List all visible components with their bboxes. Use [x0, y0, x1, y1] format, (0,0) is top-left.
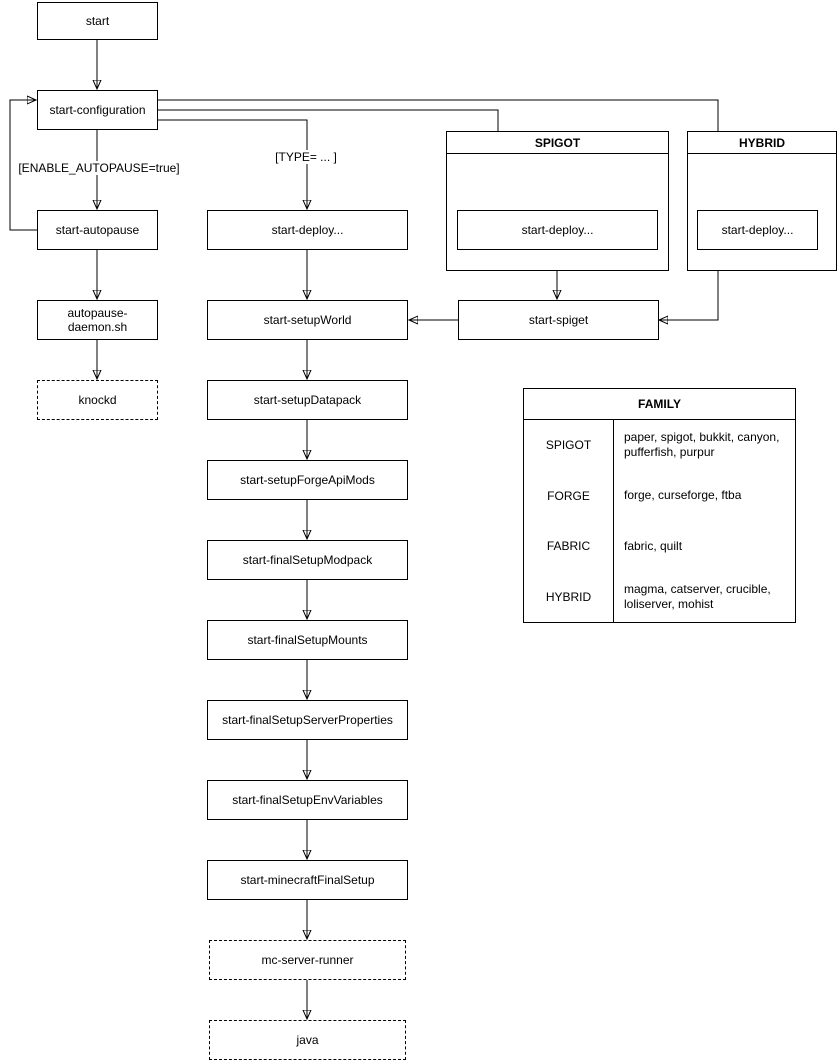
- node-start-setupforgeapimods: start-setupForgeApiMods: [207, 460, 408, 500]
- family-table: FAMILY SPIGOT paper, spigot, bukkit, can…: [523, 388, 796, 623]
- family-row-hybrid-members: magma, catserver, crucible, loliserver, …: [624, 581, 771, 611]
- node-start-finalsetupmodpack: start-finalSetupModpack: [207, 540, 408, 580]
- node-mc-server-runner: mc-server-runner: [209, 940, 406, 980]
- family-row-fabric-members: fabric, quilt: [624, 538, 683, 553]
- edge-autopause-loop-to-configuration: [9, 100, 37, 231]
- edge-label-enable-autopause: [ENABLE_AUTOPAUSE=true]: [16, 161, 182, 175]
- family-row-spigot-members: paper, spigot, bukkit, canyon, pufferfis…: [624, 430, 780, 460]
- node-knockd: knockd: [37, 380, 158, 420]
- node-start: start: [37, 2, 158, 40]
- node-start-finalsetupmounts: start-finalSetupMounts: [207, 620, 408, 660]
- family-row-forge-name: FORGE: [524, 470, 614, 521]
- node-autopause-daemon: autopause-daemon.sh: [37, 300, 158, 340]
- family-row-forge-members: forge, curseforge, ftba: [624, 488, 742, 503]
- node-start-spiget: start-spiget: [458, 300, 659, 340]
- node-start-deploy-main: start-deploy...: [207, 210, 408, 250]
- family-table-body: SPIGOT paper, spigot, bukkit, canyon, pu…: [524, 420, 795, 622]
- family-row-spigot-name: SPIGOT: [524, 420, 614, 471]
- node-start-finalsetupserverproperties: start-finalSetupServerProperties: [207, 700, 408, 740]
- family-row-hybrid-name: HYBRID: [524, 571, 614, 622]
- node-start-autopause: start-autopause: [37, 210, 158, 250]
- edge-label-type: [TYPE= ... ]: [273, 150, 339, 164]
- node-start-setupdatapack: start-setupDatapack: [207, 380, 408, 420]
- node-start-deploy-hybrid: start-deploy...: [697, 210, 818, 250]
- container-spigot: SPIGOT start-deploy...: [446, 131, 669, 271]
- edge-configuration-to-deploy-main: [158, 119, 307, 209]
- node-start-setupworld: start-setupWorld: [207, 300, 408, 340]
- edge-deploy-hybrid-to-spiget: [659, 250, 719, 320]
- node-start-minecraftfinalsetup: start-minecraftFinalSetup: [207, 860, 408, 900]
- container-hybrid: HYBRID start-deploy...: [687, 131, 837, 271]
- family-table-title: FAMILY: [524, 389, 795, 420]
- node-start-deploy-spigot: start-deploy...: [457, 210, 658, 250]
- family-row-fabric-name: FABRIC: [524, 521, 614, 572]
- container-spigot-title: SPIGOT: [447, 132, 668, 154]
- node-start-configuration: start-configuration: [37, 90, 158, 130]
- container-hybrid-title: HYBRID: [688, 132, 836, 154]
- node-java: java: [209, 1020, 406, 1060]
- node-start-finalsetupenvvariables: start-finalSetupEnvVariables: [207, 780, 408, 820]
